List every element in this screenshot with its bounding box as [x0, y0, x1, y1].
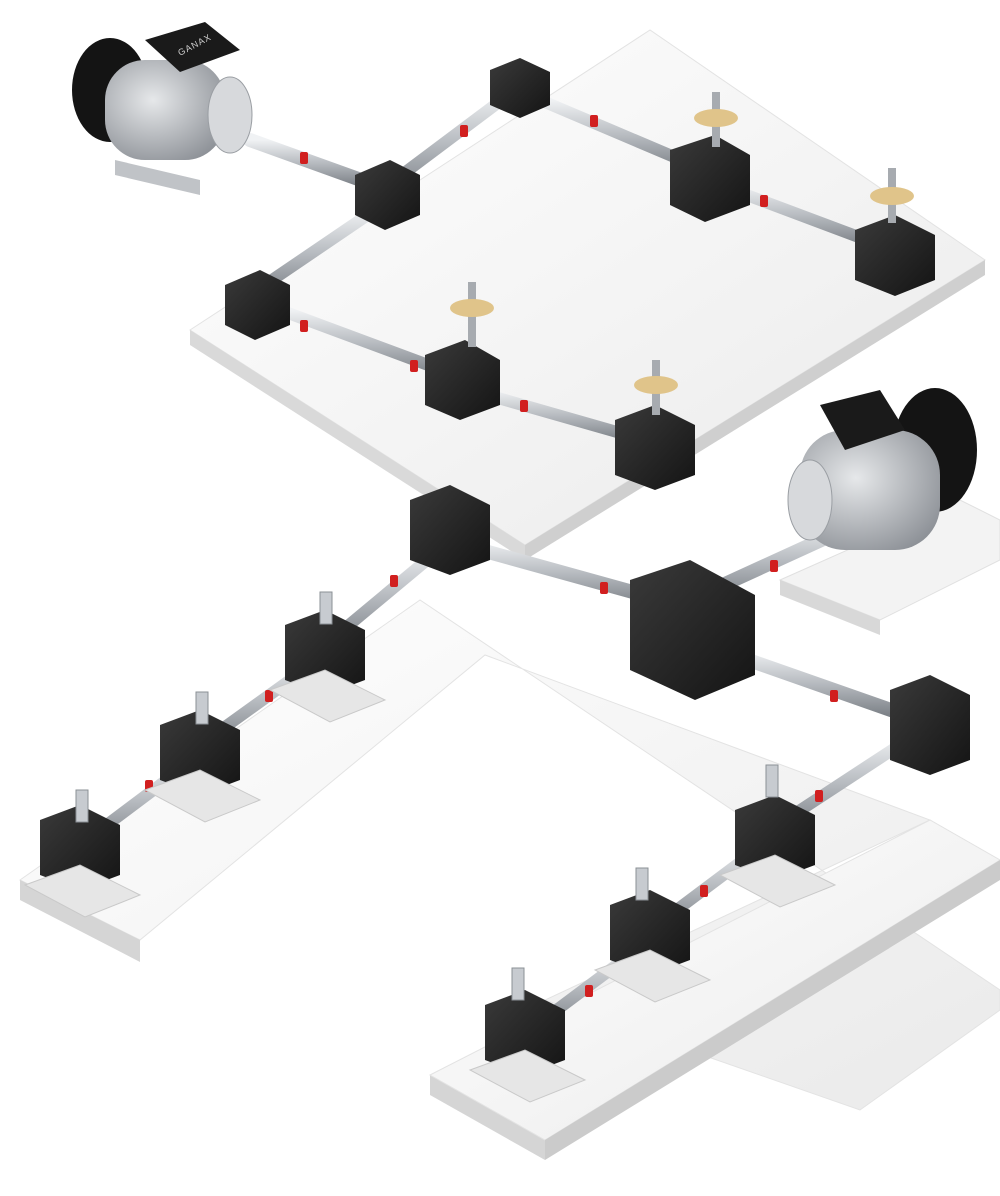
motor-right — [787, 388, 977, 550]
gearboxes — [40, 58, 970, 1075]
lower-u-platform — [19, 599, 1000, 1160]
lifting-screws-upper — [450, 92, 914, 415]
motor-upper-left: GANAX — [72, 22, 253, 195]
jack-bases-lower — [23, 669, 837, 1103]
jack-input-shafts-lower — [75, 591, 779, 1001]
